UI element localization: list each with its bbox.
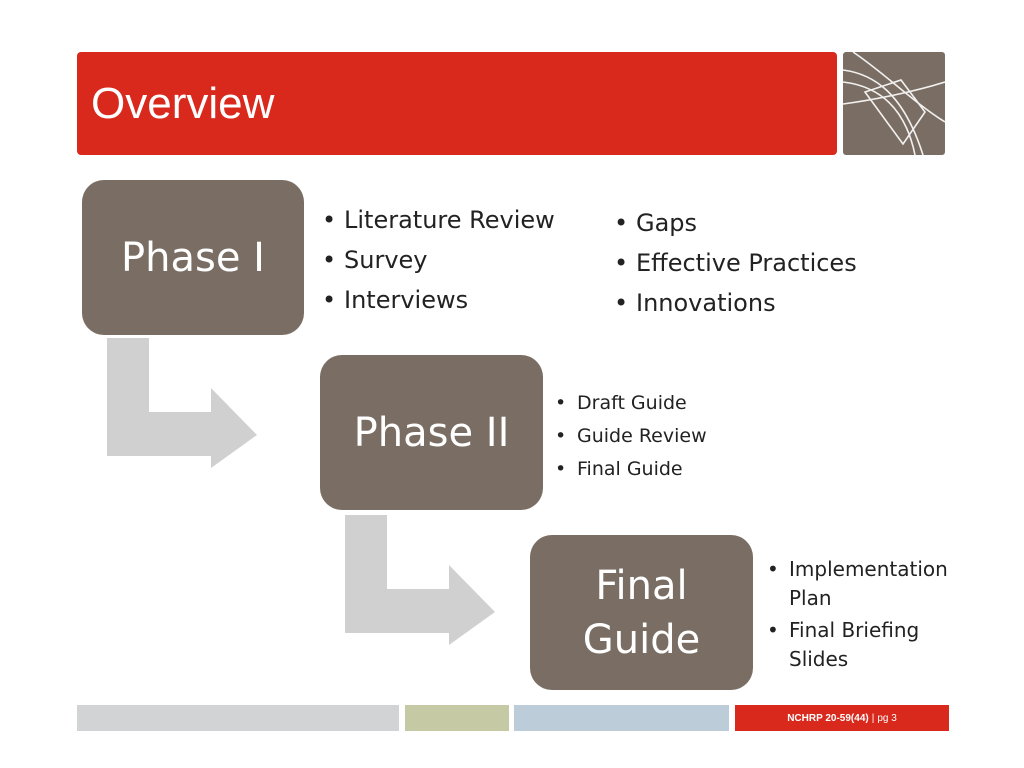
- title-bar: Overview: [77, 52, 837, 155]
- list-item: Innovations: [614, 283, 857, 323]
- footer-page-info: NCHRP 20-59(44) | pg 3: [735, 705, 949, 731]
- list-item: Survey: [322, 240, 555, 280]
- logo-lines-icon: [843, 52, 945, 155]
- phase-2-activities-list: Draft Guide Guide Review Final Guide: [555, 387, 707, 486]
- phase-1-label: Phase I: [121, 234, 265, 281]
- list-item: Effective Practices: [614, 243, 857, 283]
- list-item: Draft Guide: [555, 387, 707, 420]
- final-guide-box: Final Guide: [530, 535, 753, 690]
- phase-2-label: Phase II: [353, 409, 510, 456]
- phase-1-outcomes-list: Gaps Effective Practices Innovations: [614, 203, 857, 323]
- footer-bar-red: [735, 705, 949, 731]
- flow-arrow-2-icon: [345, 515, 495, 645]
- list-item: Literature Review: [322, 200, 555, 240]
- list-item: Final Briefing Slides: [767, 616, 967, 674]
- footer-bar-blue: [514, 705, 729, 731]
- final-guide-label-line2: Guide: [582, 616, 701, 663]
- footer-page-number: pg 3: [877, 712, 897, 724]
- final-deliverables-list: Implementation Plan Final Briefing Slide…: [767, 555, 967, 677]
- phase-1-box: Phase I: [82, 180, 304, 335]
- footer-bar-gray: [77, 705, 399, 731]
- logo-icon: [843, 52, 945, 155]
- flow-arrow-1-icon: [107, 338, 257, 468]
- list-item: Final Guide: [555, 453, 707, 486]
- list-item: Guide Review: [555, 420, 707, 453]
- phase-1-activities-list: Literature Review Survey Interviews: [322, 200, 555, 320]
- list-item: Interviews: [322, 280, 555, 320]
- footer-project: NCHRP 20-59(44): [787, 712, 869, 724]
- footer-bar-green: [405, 705, 509, 731]
- final-guide-label-line1: Final: [595, 562, 688, 609]
- phase-2-box: Phase II: [320, 355, 543, 510]
- list-item: Implementation Plan: [767, 555, 967, 613]
- footer-separator: |: [871, 712, 875, 724]
- slide-title: Overview: [91, 79, 275, 128]
- list-item: Gaps: [614, 203, 857, 243]
